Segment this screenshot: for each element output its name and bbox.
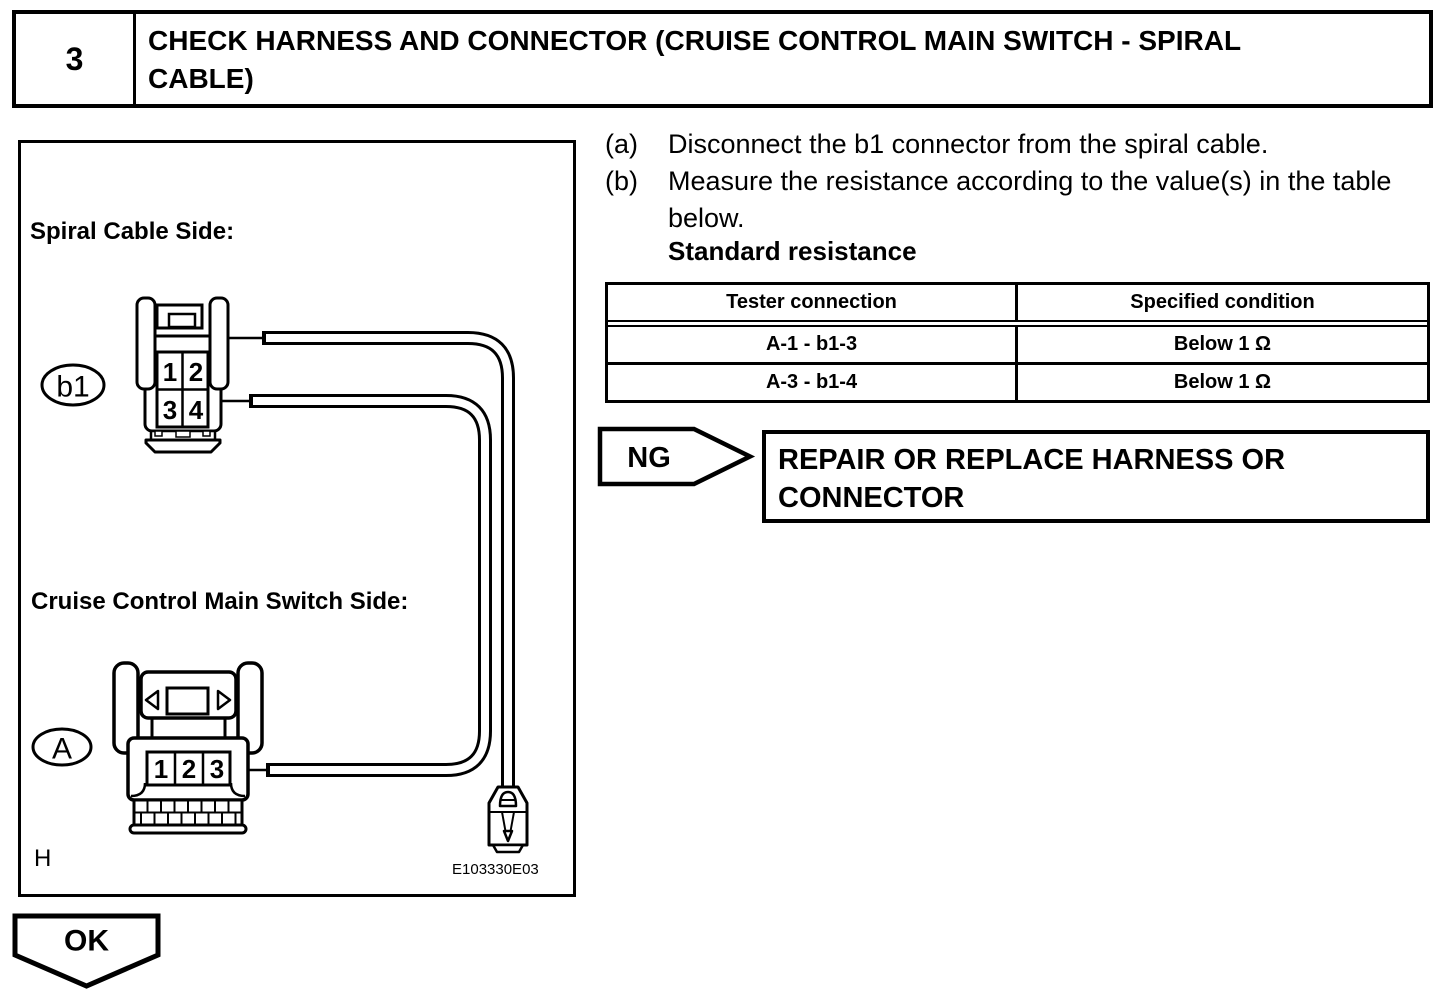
connector-diagram: 1 2 3 4 1 2 3 bbox=[31, 296, 529, 854]
diagram-box bbox=[18, 140, 576, 897]
table-header-row: Tester connection Specified condition bbox=[608, 285, 1427, 327]
step-a: (a) Disconnect the b1 connector from the… bbox=[605, 126, 1437, 163]
step-b: (b) Measure the resistance according to … bbox=[605, 163, 1437, 237]
wire-tubes bbox=[220, 331, 515, 790]
standard-resistance-heading: Standard resistance bbox=[668, 236, 917, 266]
table-header-tester-connection: Tester connection bbox=[608, 285, 1018, 320]
ok-label: OK bbox=[64, 925, 109, 958]
table-cell-connection: A-3 - b1-4 bbox=[608, 365, 1018, 400]
b1-pin-1: 1 bbox=[163, 357, 177, 387]
instruction-steps: (a) Disconnect the b1 connector from the… bbox=[605, 126, 1437, 237]
a-connector: 1 2 3 bbox=[112, 661, 264, 835]
step-title: CHECK HARNESS AND CONNECTOR (CRUISE CONT… bbox=[148, 25, 1241, 94]
ng-arrow: NG bbox=[597, 426, 756, 487]
step-number: 3 bbox=[16, 14, 136, 104]
spiral-cable-side-label: Spiral Cable Side: bbox=[30, 218, 235, 245]
a-pin-1: 1 bbox=[154, 754, 168, 784]
diagram-h-label: H bbox=[34, 845, 52, 872]
table-cell-condition: Below 1 Ω bbox=[1173, 371, 1272, 393]
step-header: 3 CHECK HARNESS AND CONNECTOR (CRUISE CO… bbox=[12, 10, 1433, 108]
step-a-text: Disconnect the b1 connector from the spi… bbox=[668, 129, 1269, 159]
table-cell-connection: A-1 - b1-3 bbox=[608, 327, 1018, 362]
ng-label: NG bbox=[627, 442, 671, 474]
step-b-label: (b) bbox=[605, 166, 638, 196]
step-b-text: Measure the resistance according to the … bbox=[668, 166, 1392, 233]
table-row: A-1 - b1-3 Below 1 Ω bbox=[608, 327, 1427, 365]
table-header-specified-condition: Specified condition bbox=[1130, 291, 1315, 313]
table-row: A-3 - b1-4 Below 1 Ω bbox=[608, 365, 1427, 400]
a-pin-3: 3 bbox=[210, 754, 224, 784]
cruise-control-side-label: Cruise Control Main Switch Side: bbox=[31, 588, 409, 615]
a-pin-2: 2 bbox=[182, 754, 196, 784]
resistance-table: Tester connection Specified condition A-… bbox=[605, 282, 1430, 403]
step-a-label: (a) bbox=[605, 129, 638, 159]
a-callout-label: A bbox=[52, 733, 72, 766]
b1-pin-3: 3 bbox=[163, 395, 177, 425]
b1-pin-2: 2 bbox=[189, 357, 203, 387]
table-cell-condition: Below 1 Ω bbox=[1173, 333, 1272, 355]
a-callout: A bbox=[31, 727, 93, 767]
ng-action-box: REPAIR OR REPLACE HARNESS OR CONNECTOR bbox=[762, 430, 1430, 523]
b1-callout: b1 bbox=[40, 363, 106, 407]
b1-pin-4: 4 bbox=[189, 395, 204, 425]
wire-terminal bbox=[487, 785, 529, 854]
step-title-cell: CHECK HARNESS AND CONNECTOR (CRUISE CONT… bbox=[136, 14, 1429, 104]
b1-connector: 1 2 3 4 bbox=[135, 296, 230, 454]
b1-callout-label: b1 bbox=[56, 371, 89, 404]
figure-id: E103330E03 bbox=[452, 861, 539, 878]
ok-banner: OK bbox=[12, 913, 161, 989]
